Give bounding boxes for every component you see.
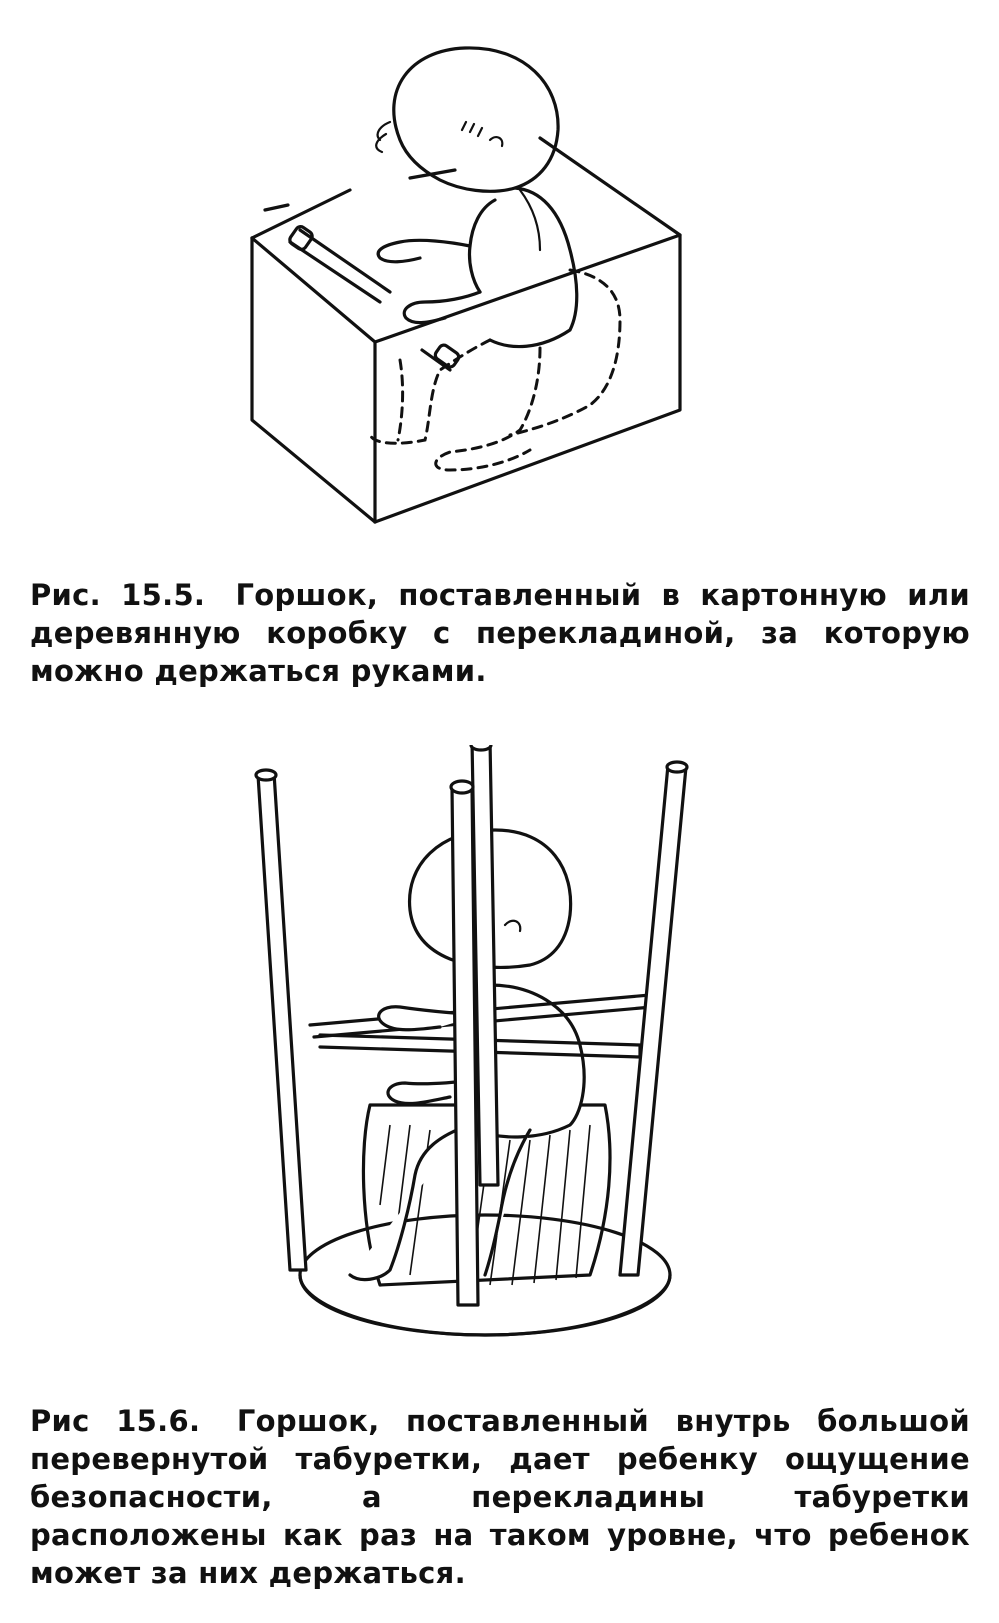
figure-15-6-text: Горшок, поставленный внутрь большой пере… [30,1404,971,1590]
figure-15-6-label: Рис 15.6. [30,1404,201,1438]
figure-15-5-label: Рис. 15.5. [30,578,206,612]
figure-15-6-caption: Рис 15.6. Горшок, поставленный внутрь бо… [30,1402,970,1592]
figure-15-5-text: Горшок, поставленный в картонную или дер… [30,578,970,688]
box-potty-drawing [250,46,682,524]
figure-15-5-caption: Рис. 15.5. Горшок, поставленный в картон… [30,576,970,690]
stool-potty-drawing [254,745,689,1337]
figure-15-5-illustration [240,30,720,550]
figure-15-6-illustration [250,745,720,1365]
